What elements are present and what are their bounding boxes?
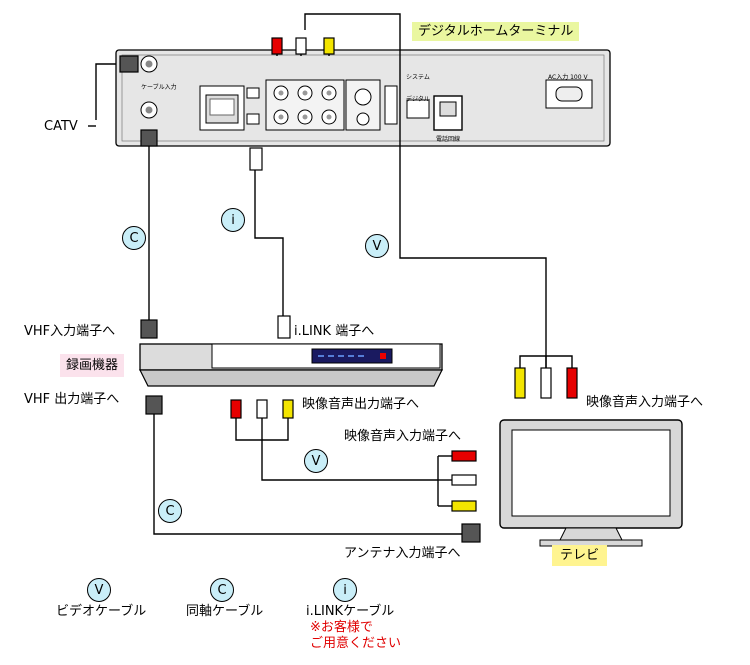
legend-coax-badge: C [210, 578, 234, 602]
catv-label: CATV [44, 119, 78, 134]
vhf-out-label: VHF 出力端子へ [24, 392, 120, 407]
legend-video-badge: V [87, 578, 111, 602]
badge-video-top: V [365, 234, 389, 258]
av-in-tv-label: 映像音声入力端子へ [586, 395, 704, 410]
tv-device [499, 419, 683, 547]
digital-text: デジタル [406, 96, 430, 103]
legend-ilink-label: i.LINKケーブル [306, 604, 395, 619]
ac-in-text: AC入力 100 V [548, 74, 588, 81]
legend-coax-label: 同軸ケーブル [186, 604, 264, 619]
badge-ilink: i [221, 208, 245, 232]
cables [88, 13, 573, 535]
badge-coax-top: C [122, 226, 146, 250]
badge-coax-bottom: C [158, 499, 182, 523]
antenna-in-label: アンテナ入力端子へ [344, 546, 461, 561]
legend-video-label: ビデオケーブル [56, 604, 147, 619]
tv-label: テレビ [552, 545, 608, 566]
phone-text: 電話回線 [436, 136, 461, 143]
legend-note-line1: ※お客様で [310, 620, 373, 635]
cable-in-text: ケーブル入力 [141, 84, 177, 91]
recorder-label: 録画機器 [60, 354, 125, 377]
badge-video-mid: V [304, 449, 328, 473]
terminal-label: デジタルホームターミナル [412, 22, 580, 41]
digital-home-terminal [115, 49, 611, 147]
system-text: システム [406, 74, 430, 81]
av-out-label: 映像音声出力端子へ [302, 397, 420, 412]
recorder-device [139, 343, 443, 387]
av-in-mid-label: 映像音声入力端子へ [344, 429, 462, 444]
ilink-port-label: i.LINK 端子へ [294, 324, 375, 339]
legend-ilink-badge: i [333, 578, 357, 602]
legend-note-line2: ご用意ください [310, 636, 402, 651]
vhf-in-label: VHF入力端子へ [24, 324, 116, 339]
plugs [119, 37, 578, 543]
